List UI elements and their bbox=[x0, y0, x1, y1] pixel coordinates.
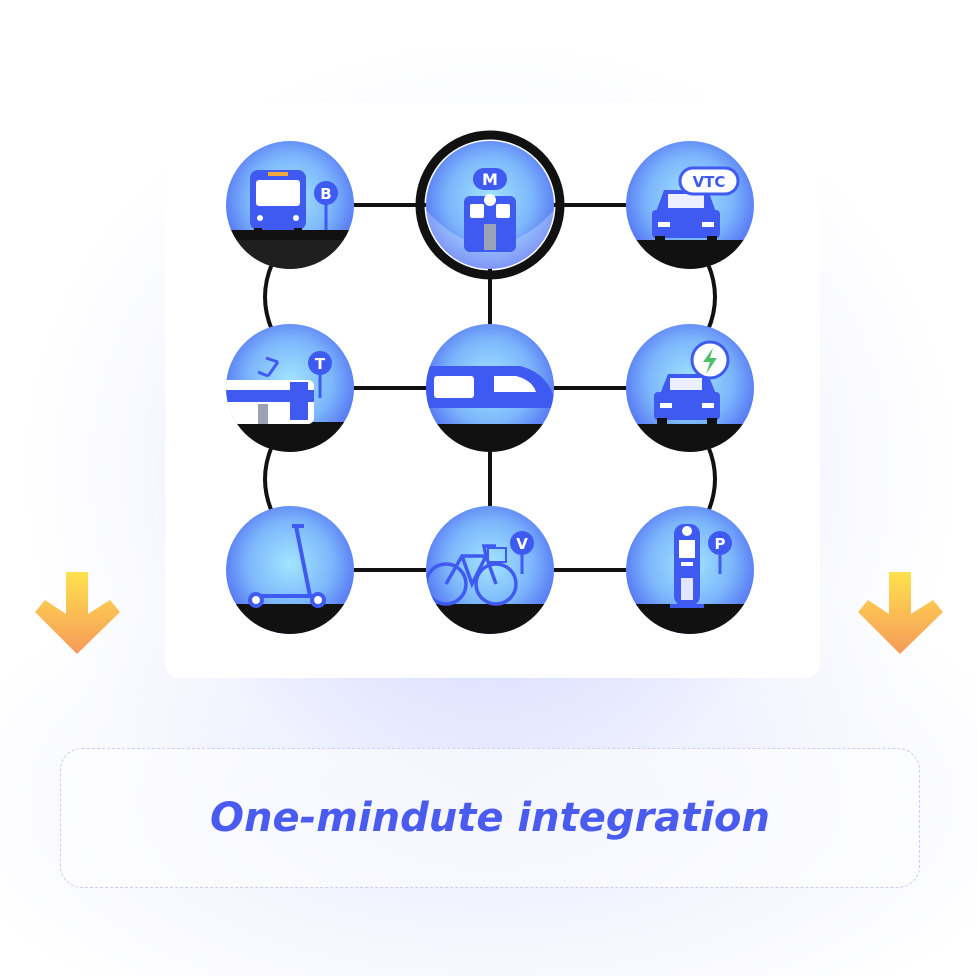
vtc-badge: VTC bbox=[678, 166, 740, 196]
metro-badge: M bbox=[473, 168, 507, 190]
badge-tram: T bbox=[315, 355, 326, 373]
link-ev-parking bbox=[706, 445, 717, 513]
node-parking: P bbox=[626, 506, 754, 634]
tram-stop-badge: T bbox=[308, 351, 332, 398]
badge-vtc: VTC bbox=[693, 173, 726, 191]
link-tram-scooter bbox=[263, 445, 274, 513]
node-metro: M bbox=[426, 141, 554, 269]
node-train bbox=[426, 324, 554, 452]
electric-car-icon bbox=[654, 374, 720, 426]
scooter-icon bbox=[248, 524, 326, 608]
badge-metro: M bbox=[482, 170, 498, 189]
bicycle-icon bbox=[426, 544, 518, 606]
bus-icon bbox=[250, 170, 306, 234]
arrow-down-right-icon bbox=[858, 572, 943, 654]
node-tram: T bbox=[226, 324, 354, 452]
lightning-badge-icon bbox=[690, 340, 730, 380]
link-bus-tram bbox=[263, 263, 274, 331]
caption-text: One-mindute integration bbox=[210, 795, 770, 841]
badge-parking: P bbox=[715, 535, 726, 553]
node-bike: V bbox=[426, 506, 554, 634]
parking-badge: P bbox=[708, 531, 732, 574]
node-scooter bbox=[226, 506, 354, 634]
tram-icon bbox=[226, 356, 314, 424]
bike-station-badge: V bbox=[510, 531, 534, 574]
bus-stop-badge: B bbox=[314, 181, 338, 230]
badge-bike: V bbox=[516, 535, 528, 553]
high-speed-train-icon bbox=[426, 366, 554, 408]
car-icon bbox=[652, 190, 720, 244]
metro-highlight-ring bbox=[415, 130, 565, 280]
node-bus: B bbox=[226, 141, 354, 269]
badge-bus: B bbox=[320, 185, 331, 203]
connection-lines bbox=[263, 203, 717, 572]
node-vtc: VTC bbox=[626, 141, 754, 269]
caption-box: One-mindute integration bbox=[60, 748, 920, 888]
arrow-down-left-icon bbox=[35, 572, 120, 654]
link-vtc-ev bbox=[706, 263, 717, 331]
metro-train-icon bbox=[464, 194, 516, 252]
node-ev bbox=[626, 324, 754, 452]
parking-meter-icon bbox=[670, 524, 704, 608]
